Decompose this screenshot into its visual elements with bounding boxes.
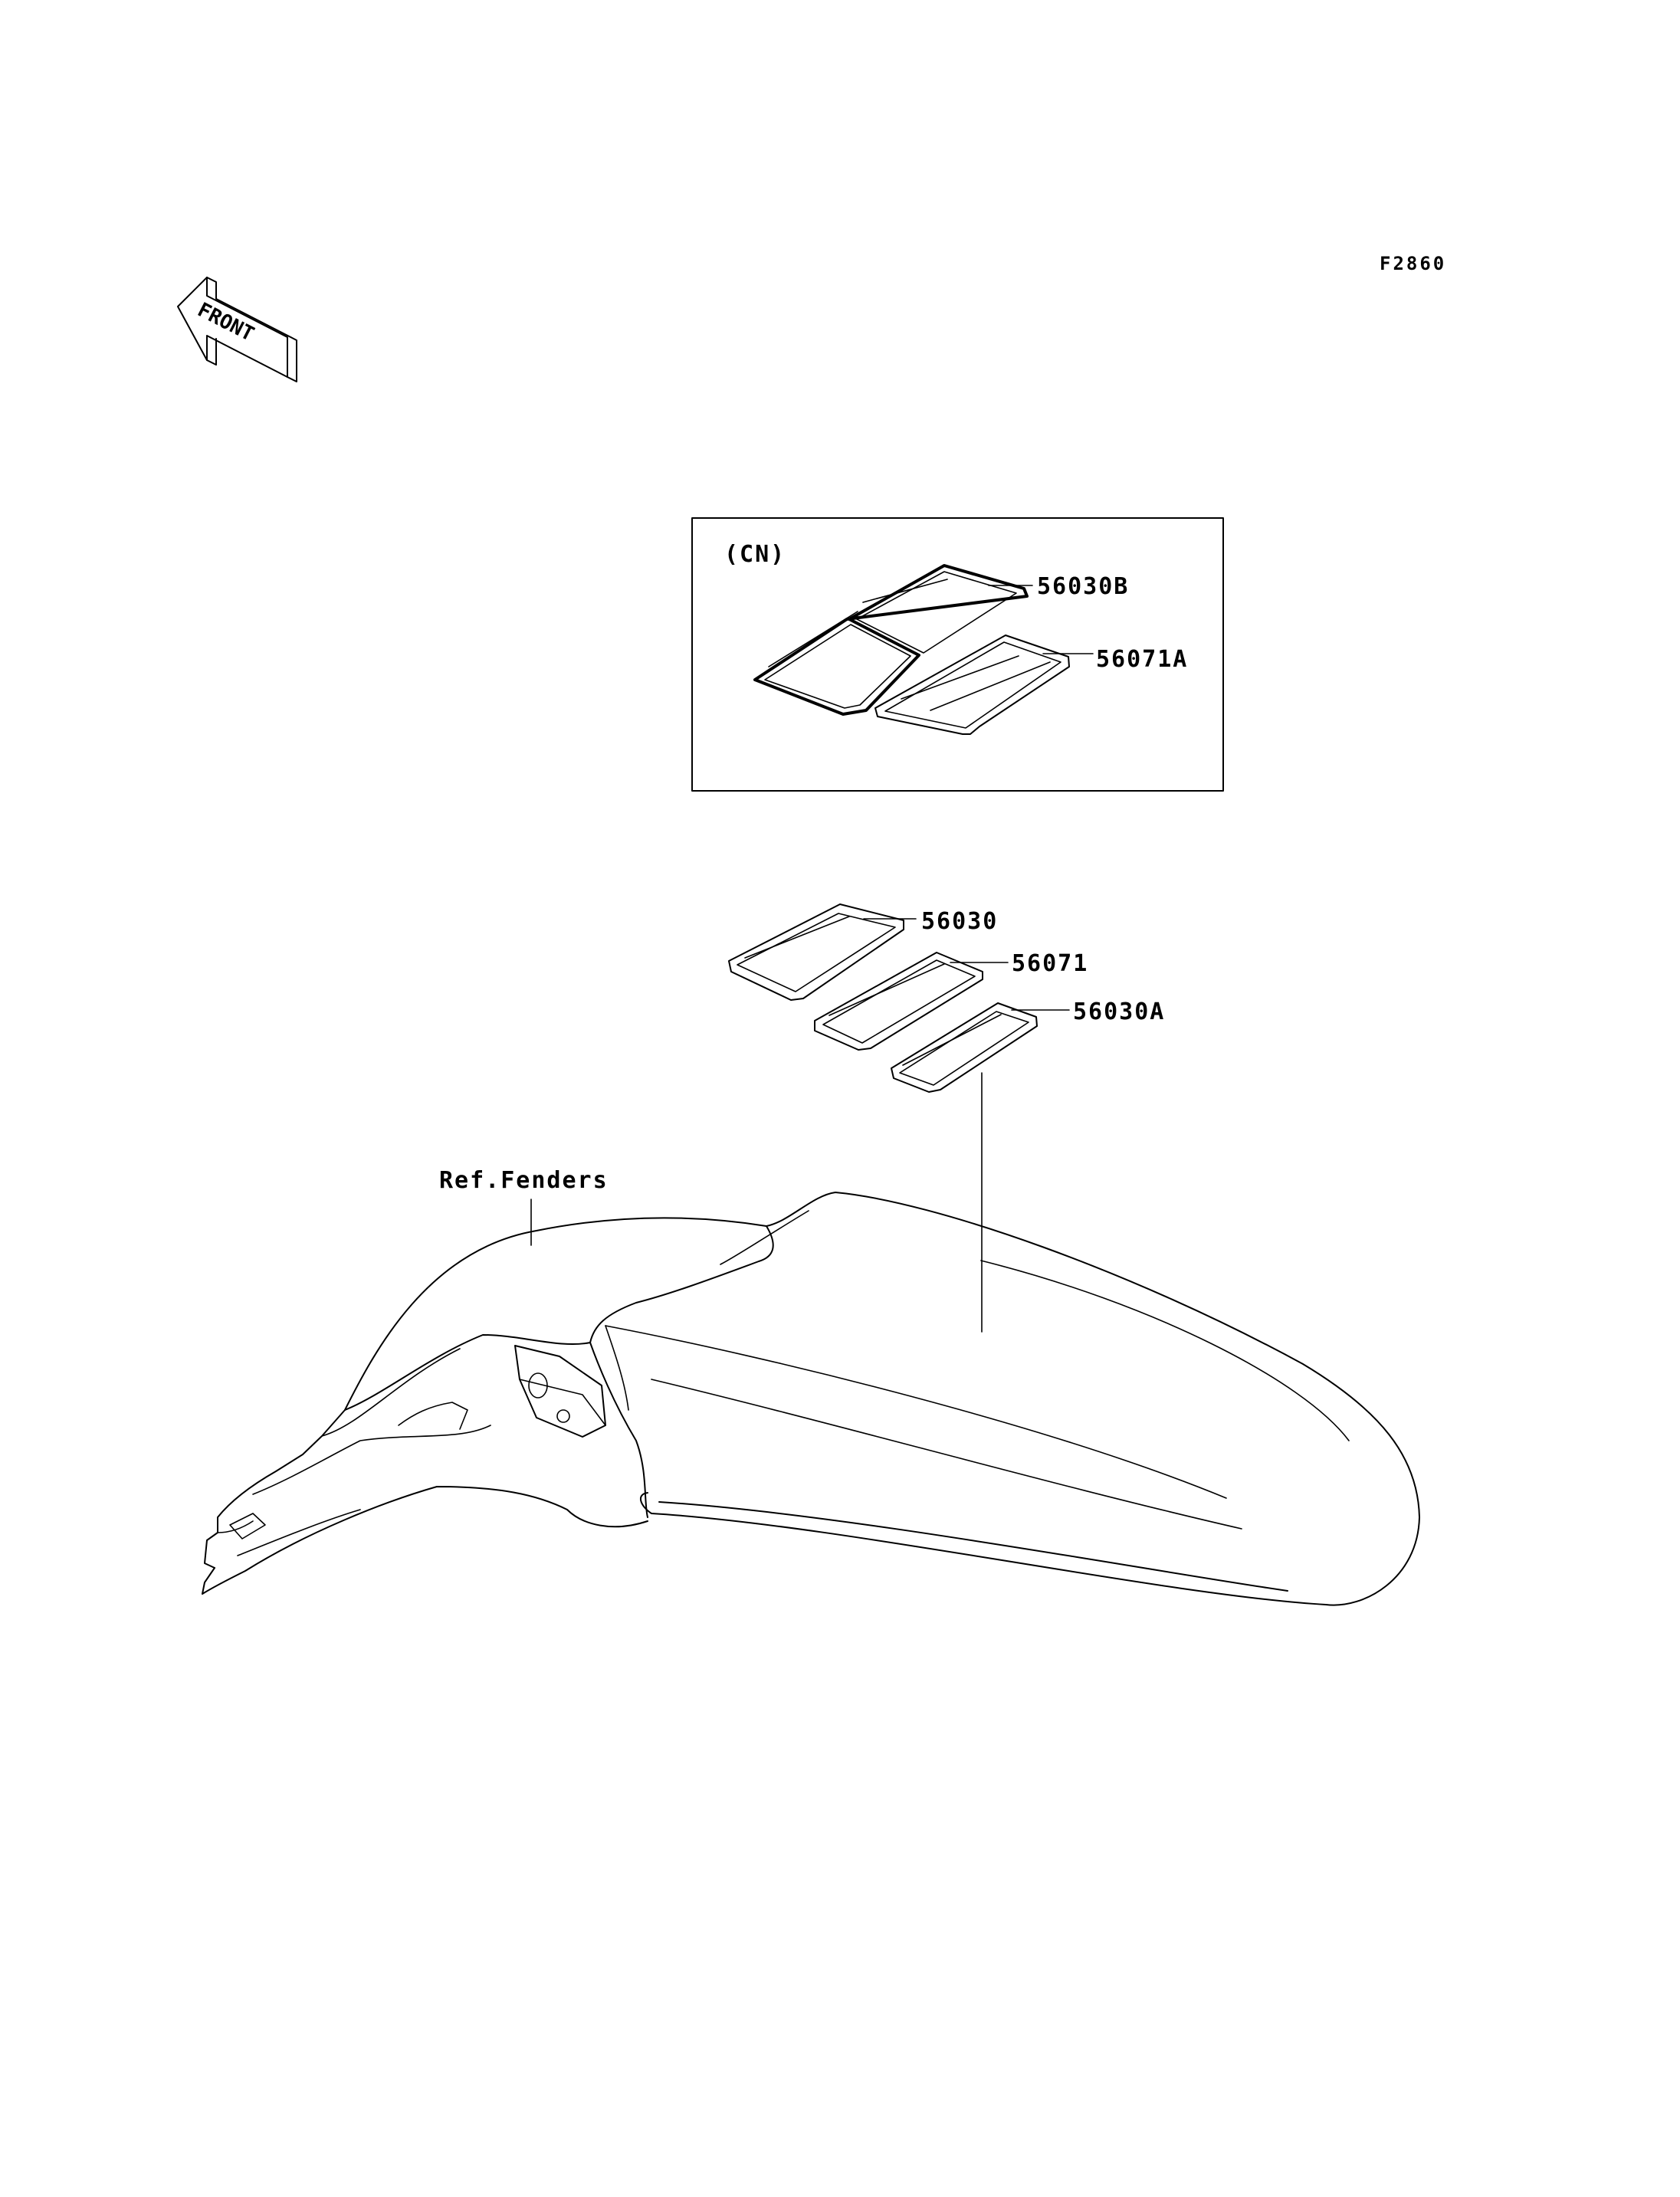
front-direction-arrow-icon: FRONT — [177, 277, 297, 382]
ref-fenders-label: Ref.Fenders — [439, 1167, 609, 1194]
rear-fender-drawing — [202, 1192, 1420, 1606]
decal-56071 — [814, 952, 983, 1051]
part-56030b-label: 56030B — [1037, 573, 1129, 600]
part-56030a-label: 56030A — [1073, 998, 1165, 1025]
part-56071a-label: 56071A — [1096, 646, 1188, 673]
part-56030-label: 56030 — [921, 908, 998, 935]
figure-code: F2860 — [1380, 253, 1446, 274]
cn-inset: (CN) 56030B 56071A — [691, 517, 1224, 792]
decal-56071a — [874, 635, 1070, 735]
inset-region-label: (CN) — [724, 541, 786, 568]
decal-56030a — [891, 1002, 1038, 1093]
part-56071-label: 56071 — [1012, 950, 1088, 977]
decal-56030 — [728, 903, 904, 1001]
decal-56030b — [753, 564, 1029, 716]
